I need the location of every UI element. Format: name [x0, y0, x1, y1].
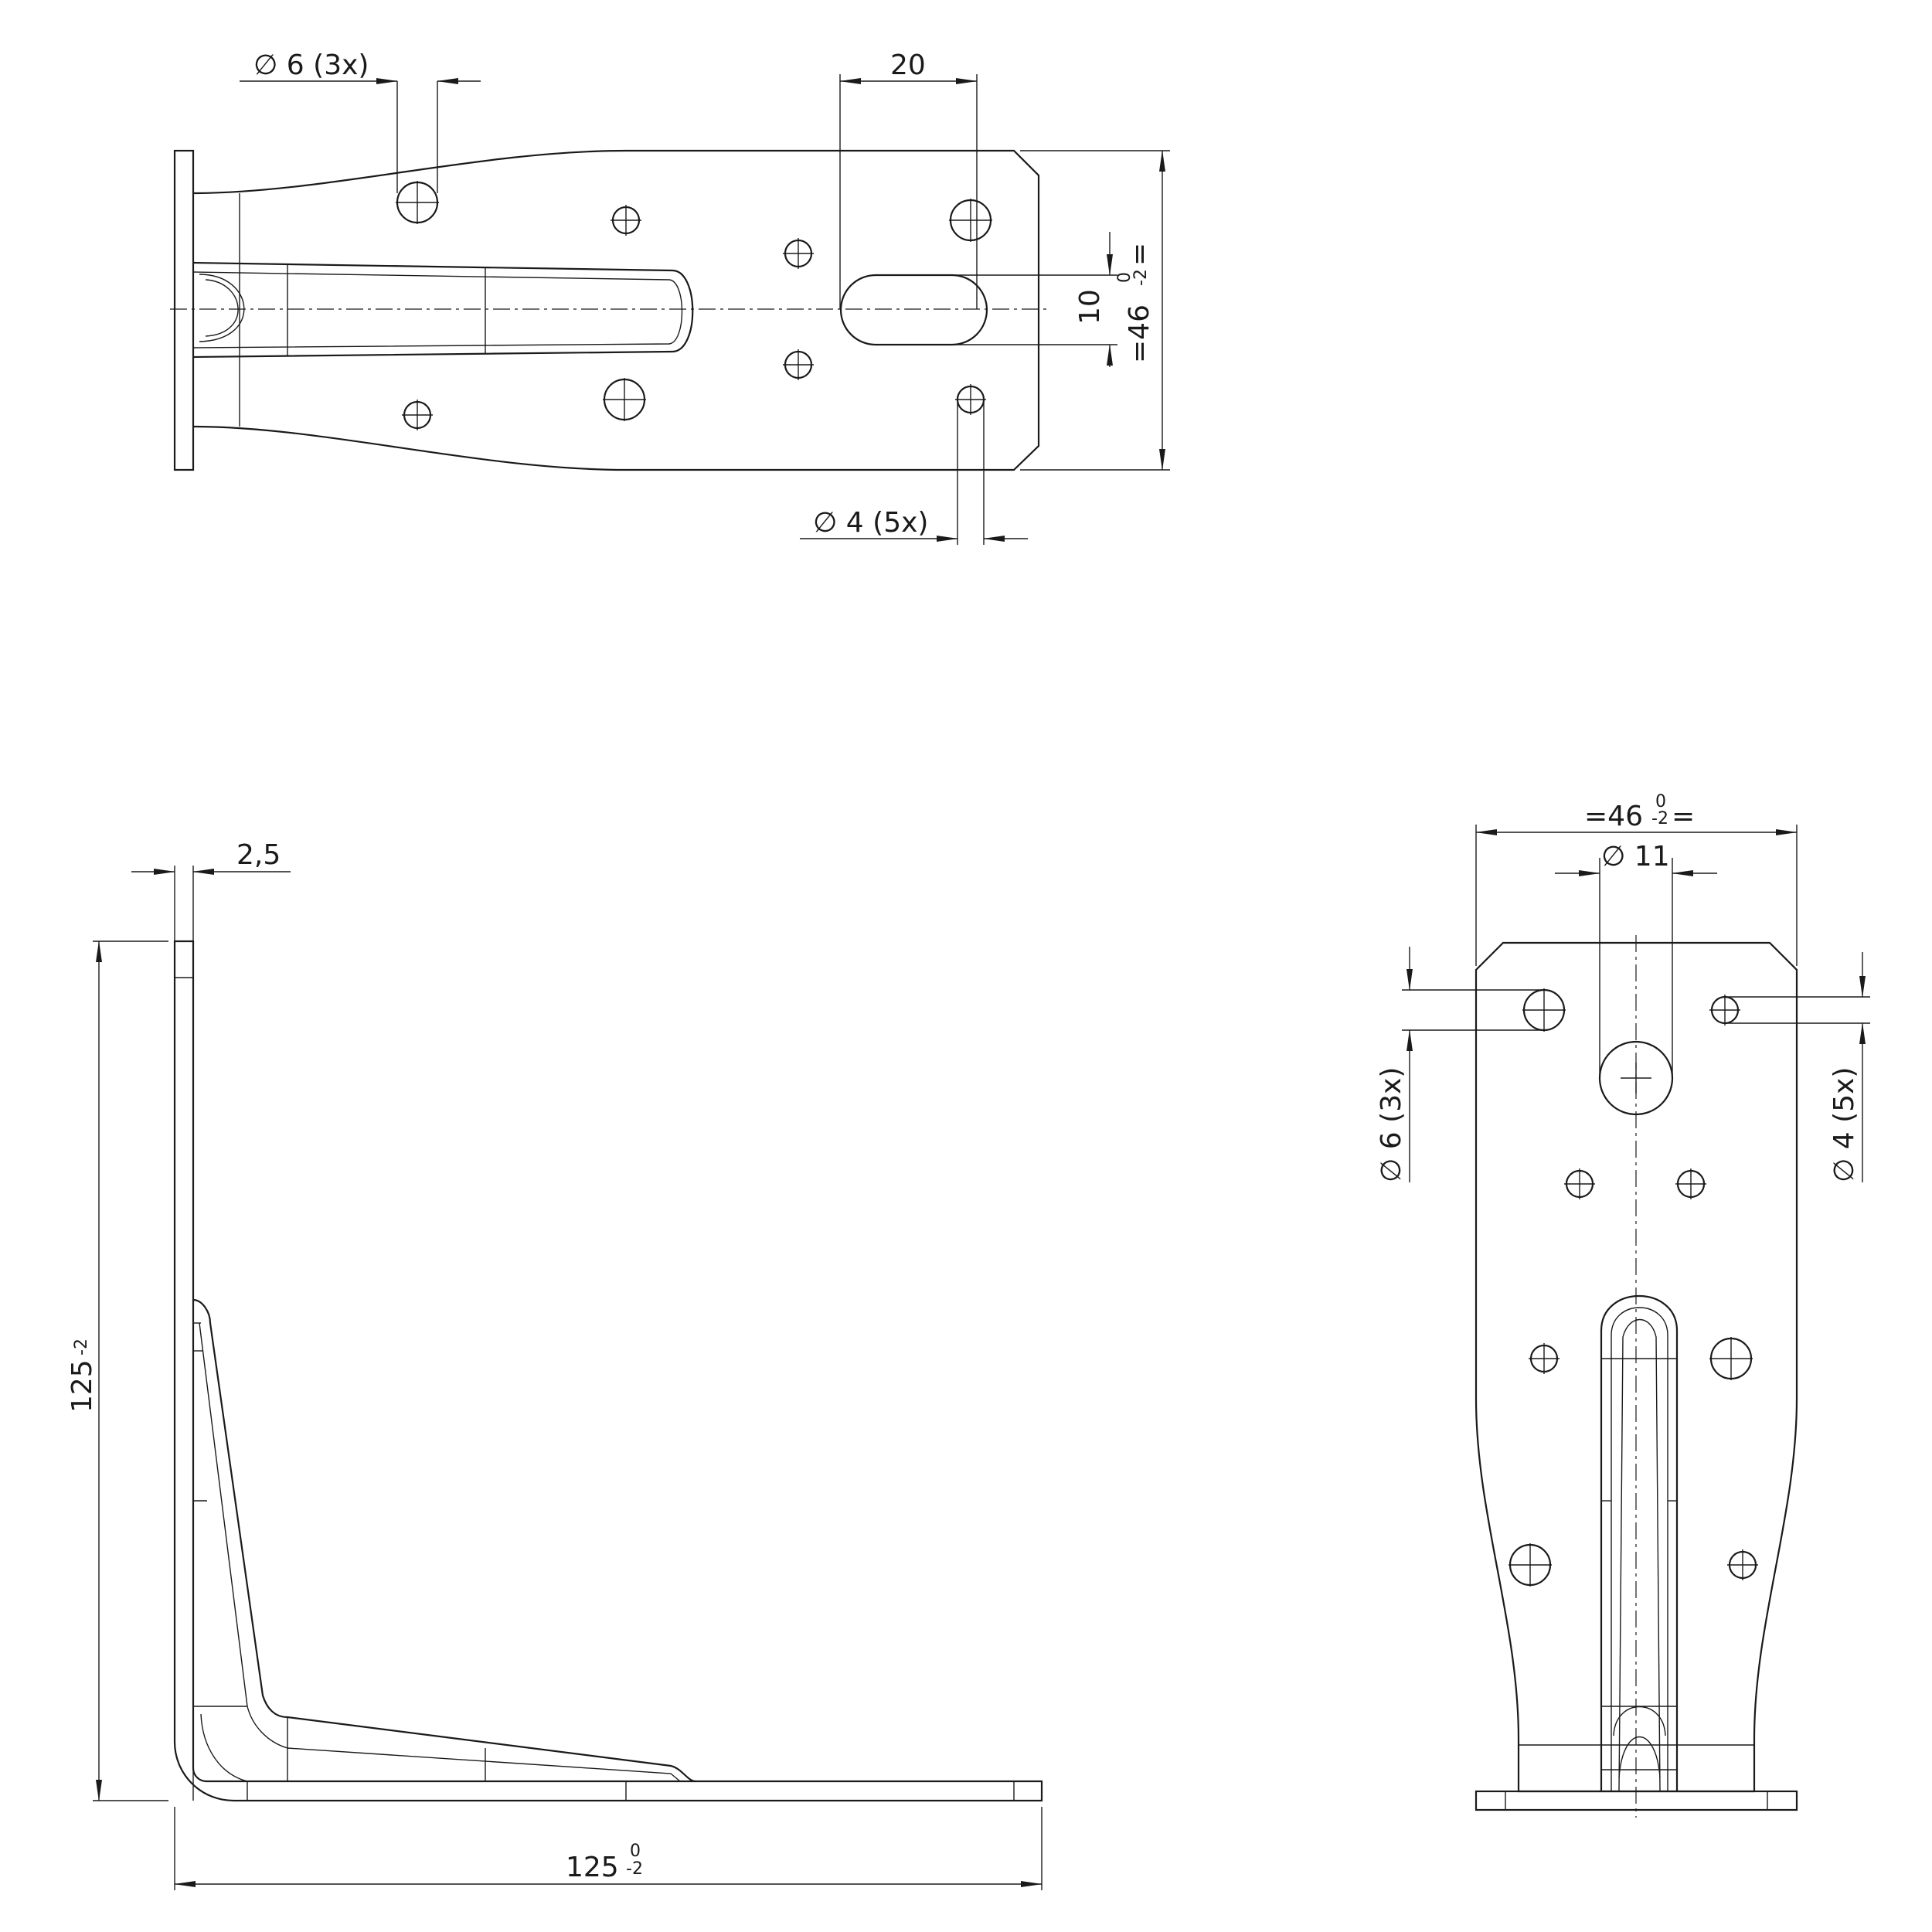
side-label-length-tol-top: 0 [630, 1842, 641, 1861]
top-dim-holes-4: ∅ 4 (5x) [800, 402, 1028, 545]
front-label-width: =46 [1584, 801, 1643, 832]
front-dim-holes-4: ∅ 4 (5x) [1725, 952, 1870, 1182]
side-label-thickness: 2,5 [236, 839, 281, 871]
top-holes-4 [402, 205, 986, 430]
side-label-height-tol: -2 [72, 1338, 91, 1355]
top-label-holes-6: ∅ 6 (3x) [253, 49, 369, 81]
top-label-slot-width: 10 [1074, 289, 1106, 325]
top-flange-outline [173, 149, 195, 471]
front-label-width-end: = [1672, 801, 1695, 832]
front-dim-center-hole: ∅ 11 [1555, 841, 1717, 1078]
top-dim-slot-width: 10 [952, 232, 1117, 367]
side-label-length-tol-bottom: -2 [626, 1859, 643, 1879]
top-plate-outline [192, 149, 1040, 471]
side-rib-outer [192, 1298, 696, 1783]
top-dim-slot-length: 20 [839, 49, 978, 309]
top-label-width-tol-top: 0 [1115, 272, 1134, 283]
front-label-holes-6: ∅ 6 (3x) [1376, 1067, 1407, 1182]
front-label-center-hole: ∅ 11 [1601, 841, 1670, 872]
front-holes-4 [1529, 995, 1758, 1580]
top-label-width-end: = [1124, 243, 1155, 266]
side-view: 2,5 125 -2 125 0 -2 [66, 839, 1043, 1890]
front-dim-width: =46 0 -2 = [1475, 792, 1798, 966]
front-rib-outline [1600, 1295, 1679, 1791]
top-dim-holes-6: ∅ 6 (3x) [240, 49, 481, 193]
top-dim-width: =46 0 -2 = [1020, 150, 1170, 471]
front-dim-holes-6: ∅ 6 (3x) [1376, 947, 1544, 1182]
side-dim-height: 125 -2 [66, 940, 168, 1801]
side-label-length: 125 [566, 1852, 619, 1883]
top-view: ∅ 6 (3x) 20 10 =46 0 -2 = [170, 49, 1170, 545]
top-holes-6 [396, 181, 992, 421]
top-label-width-tol-bottom: -2 [1131, 269, 1151, 286]
side-dim-length: 125 0 -2 [174, 1807, 1043, 1890]
side-label-height: 125 [66, 1359, 98, 1413]
top-label-width: =46 [1124, 304, 1155, 363]
side-profile [173, 940, 1043, 1802]
front-label-width-tol-top: 0 [1655, 792, 1666, 811]
front-label-width-tol-bottom: -2 [1651, 809, 1668, 828]
front-plate-outline [1475, 941, 1798, 1793]
front-view: =46 0 -2 = ∅ 11 ∅ 6 (3x) ∅ 4 (5x) [1376, 792, 1870, 1818]
top-slot [839, 274, 988, 346]
front-label-holes-4: ∅ 4 (5x) [1828, 1067, 1860, 1182]
top-label-slot-length: 20 [890, 49, 926, 81]
top-label-holes-4: ∅ 4 (5x) [813, 507, 928, 539]
top-rib-outline [192, 261, 694, 359]
side-dim-thickness: 2,5 [131, 839, 291, 941]
